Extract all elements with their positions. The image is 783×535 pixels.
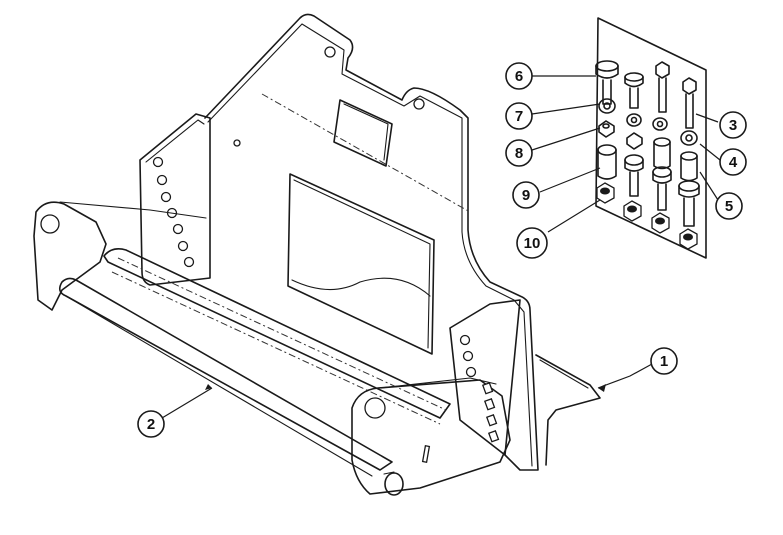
callout-label-2: 2 <box>147 416 155 433</box>
long-rod <box>58 277 393 471</box>
right-flange <box>449 299 521 456</box>
lock-nut-icon <box>596 182 698 250</box>
main-mount-bracket <box>139 13 601 471</box>
callout-label-7: 7 <box>515 108 523 125</box>
upper-slot <box>333 99 393 167</box>
carriage-bolt-icon <box>595 60 644 109</box>
callout-label-4: 4 <box>729 154 738 171</box>
washer-icon <box>598 98 698 146</box>
right-flange-holes <box>459 334 477 378</box>
left-end-block <box>33 201 107 311</box>
callout-label-8: 8 <box>515 145 523 162</box>
callout-3: 3 <box>719 111 747 139</box>
callout-7: 7 <box>505 102 533 130</box>
hardware-panel-outline <box>595 17 707 259</box>
hex-nut-icon <box>598 120 643 150</box>
callout-label-1: 1 <box>660 353 668 370</box>
callout-1: 1 <box>650 347 678 375</box>
right-end-slots <box>421 382 500 463</box>
cradle-trough <box>103 248 451 419</box>
rod-end-cap <box>384 472 404 496</box>
callout-2: 2 <box>137 410 165 438</box>
spacer-sleeve-icon <box>597 137 700 227</box>
left-end-hole <box>40 214 60 234</box>
leader-lines <box>161 75 721 419</box>
left-flange <box>139 113 211 286</box>
callout-5: 5 <box>715 192 743 220</box>
callout-label-5: 5 <box>725 198 733 215</box>
hardware-panel <box>595 17 707 259</box>
back-plate-outline <box>204 13 539 471</box>
left-flange-holes <box>152 156 195 268</box>
callout-9: 9 <box>512 181 540 209</box>
callout-label-3: 3 <box>729 117 737 134</box>
callout-label-6: 6 <box>515 68 523 85</box>
hex-bolt-icon <box>655 61 697 129</box>
large-window <box>287 173 435 355</box>
callout-label-9: 9 <box>522 187 530 204</box>
callout-8: 8 <box>505 139 533 167</box>
plate-hole-top <box>324 46 336 58</box>
right-end-hole <box>364 397 386 419</box>
callout-4: 4 <box>719 148 747 176</box>
plate-hole-left <box>233 139 241 147</box>
lower-cradle <box>33 201 511 496</box>
right-end-block <box>351 379 511 495</box>
callout-6: 6 <box>505 62 533 90</box>
callout-10: 10 <box>516 227 548 259</box>
callout-label-10: 10 <box>524 235 541 252</box>
plate-hole-right <box>413 98 425 110</box>
foot-plate <box>535 354 601 466</box>
